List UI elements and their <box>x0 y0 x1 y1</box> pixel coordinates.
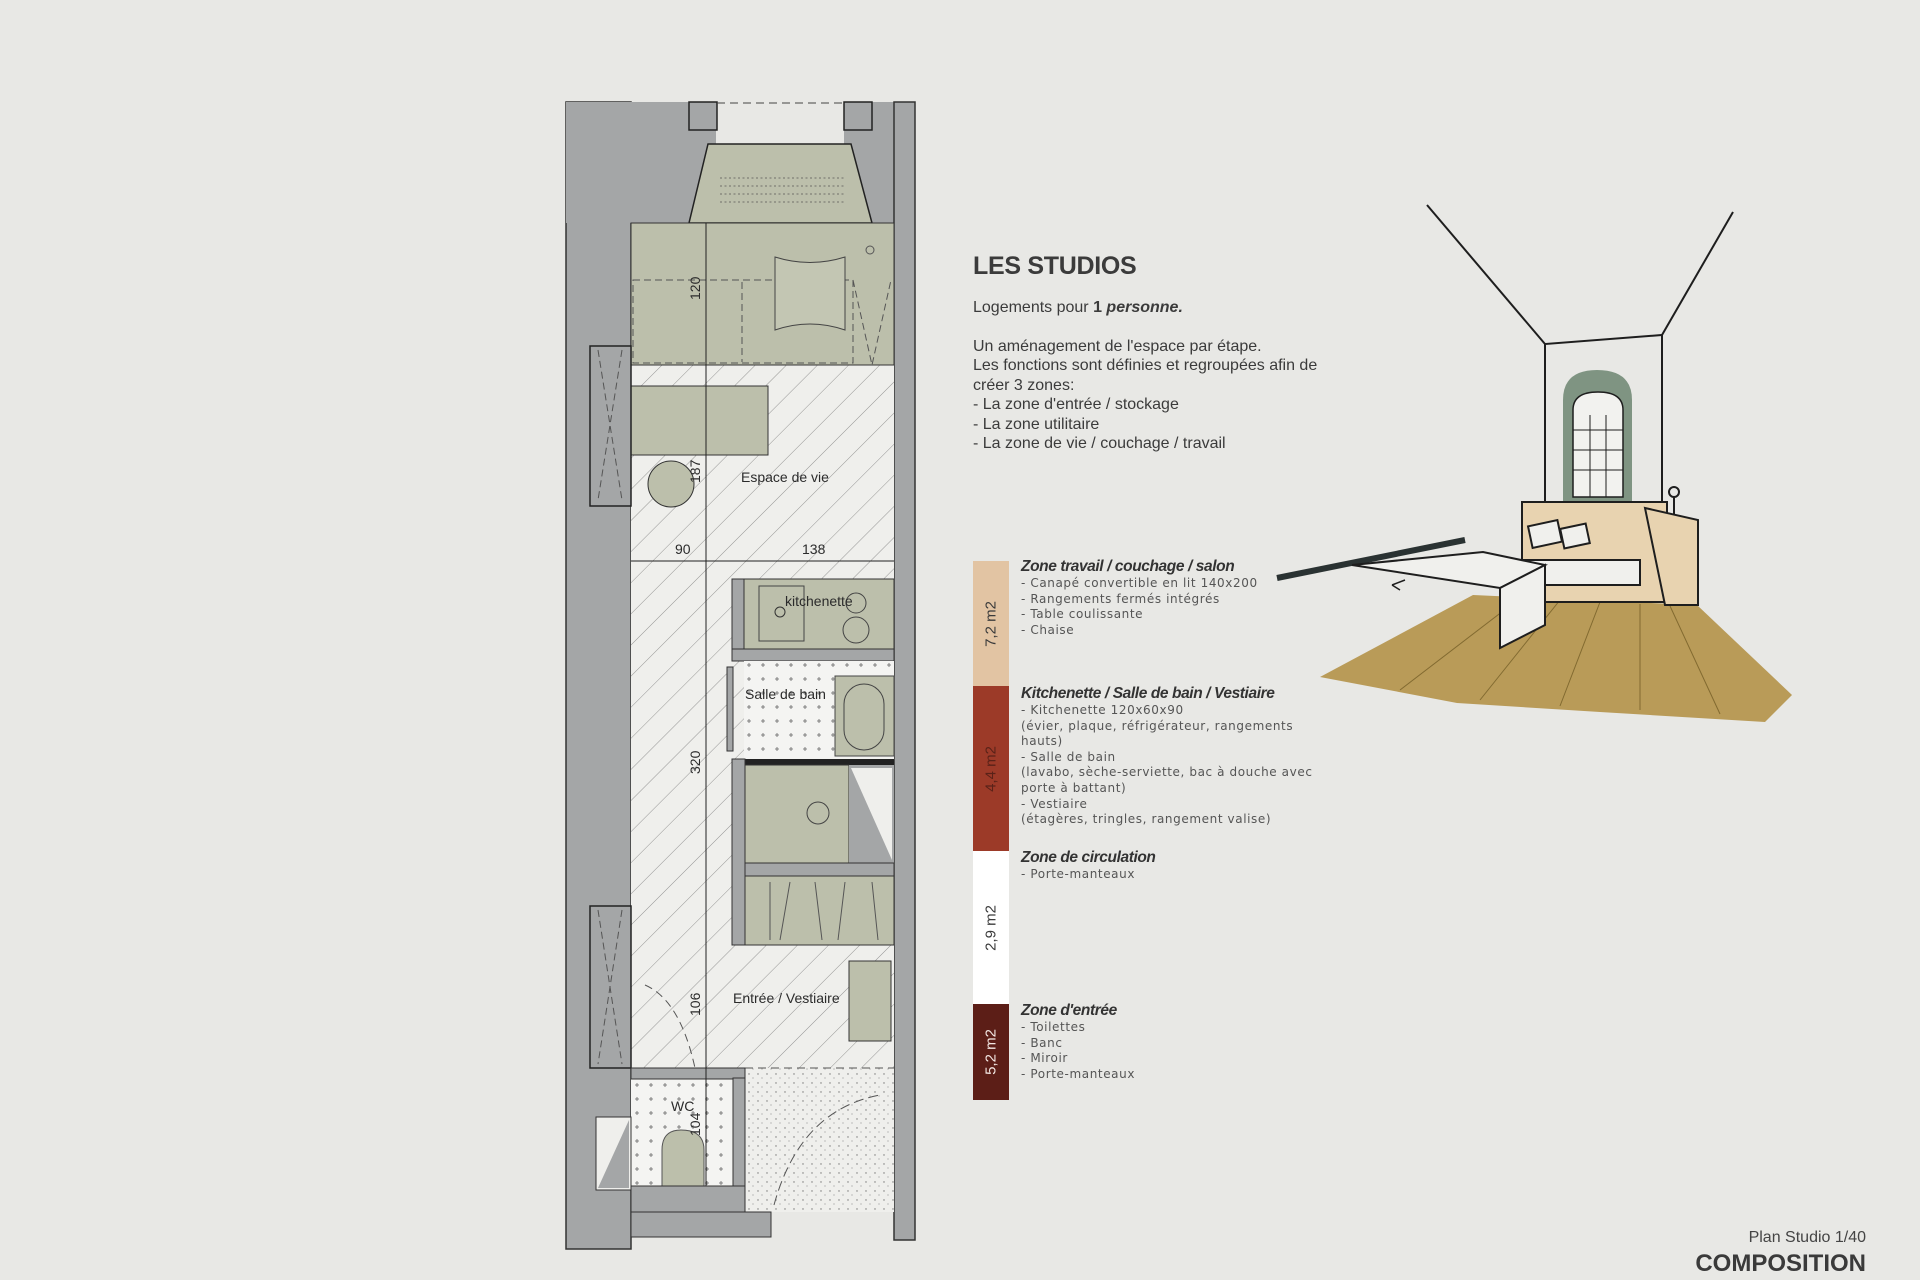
intro-line: - La zone de vie / couchage / travail <box>973 435 1226 452</box>
zone-area: 7,2 m2 <box>982 600 1000 647</box>
dim-90: 90 <box>675 541 691 557</box>
page-title: LES STUDIOS <box>973 252 1137 280</box>
dim-320: 320 <box>687 750 703 774</box>
window-left-1 <box>589 345 632 507</box>
zone-item: - Miroir <box>1021 1051 1068 1066</box>
toilet <box>661 1129 705 1187</box>
dim-120: 120 <box>687 276 703 300</box>
label-living: Espace de vie <box>741 469 829 485</box>
zone-title: Kitchenette / Salle de bain / Vestiaire <box>1021 685 1275 702</box>
window-opening <box>716 102 844 146</box>
zone-description-entry: Zone d'entrée - Toilettes - Banc - Miroi… <box>1021 1002 1321 1082</box>
zone-area: 4,4 m2 <box>982 745 1000 792</box>
zone-item: (évier, plaque, réfrigérateur, rangement… <box>1021 718 1294 749</box>
zone-item: - Vestiaire <box>1021 796 1088 811</box>
dim-138: 138 <box>802 541 826 557</box>
zone-description-circulation: Zone de circulation - Porte-manteaux <box>1021 849 1321 883</box>
plan-scale-label: Plan Studio 1/40 <box>1748 1229 1866 1246</box>
occupancy-count: 1 <box>1093 299 1102 316</box>
zone-item: (étagères, tringles, rangement valise) <box>1021 812 1272 827</box>
bed <box>630 222 895 366</box>
intro-line: Les fonctions sont définies et regroupée… <box>973 357 1318 394</box>
label-kitchenette: kitchenette <box>785 593 853 609</box>
zone-area: 5,2 m2 <box>982 1029 1000 1075</box>
desk <box>630 385 769 456</box>
intro-text: Logements pour 1 personne. Un aménagemen… <box>973 298 1333 454</box>
entrance-floor <box>745 1068 894 1212</box>
zone-bar-entry: 5,2 m2 <box>973 1004 1009 1100</box>
intro-line: - La zone d'entrée / stockage <box>973 396 1179 413</box>
zone-description-utility: Kitchenette / Salle de bain / Vestiaire … <box>1021 685 1321 828</box>
zone-title: Zone d'entrée <box>1021 1002 1117 1019</box>
zone-item: - Toilettes <box>1021 1020 1086 1034</box>
zone-description-living: Zone travail / couchage / salon - Canapé… <box>1021 558 1321 638</box>
shower <box>744 764 850 864</box>
round-table <box>647 460 695 508</box>
intro-line: Un aménagement de l'espace par étape. <box>973 337 1262 355</box>
zone-item: - Canapé convertible en lit 140x200 <box>1021 576 1258 590</box>
dim-106: 106 <box>687 992 703 1016</box>
section-title: COMPOSITION <box>1695 1250 1866 1277</box>
sketch-rail <box>1276 537 1466 581</box>
zone-bar-living: 7,2 m2 <box>973 561 1009 686</box>
label-entry: Entrée / Vestiaire <box>733 990 840 1006</box>
occupancy-unit: personne. <box>1101 299 1183 316</box>
zone-item: - Rangements fermés intégrés <box>1021 591 1220 606</box>
zone-item: - Kitchenette 120x60x90 <box>1021 703 1184 717</box>
zone-area: 2,9 m2 <box>982 904 1000 951</box>
dim-104: 104 <box>687 1112 703 1136</box>
zone-bar-utility: 4,4 m2 <box>973 686 1009 851</box>
occupancy-prefix: Logements pour <box>973 299 1094 316</box>
zone-title: Zone de circulation <box>1021 849 1156 866</box>
zone-item: - Salle de bain <box>1021 749 1116 764</box>
zone-item: - Table coulissante <box>1021 607 1144 622</box>
dim-187: 187 <box>687 459 703 483</box>
label-wc: WC <box>671 1098 694 1114</box>
entry-bench <box>848 960 892 1042</box>
occupancy-line: Logements pour 1 personne. <box>973 298 1333 318</box>
zone-title: Zone travail / couchage / salon <box>1021 558 1235 575</box>
label-bathroom: Salle de bain <box>745 686 826 702</box>
zone-item: - Porte-manteaux <box>1021 1066 1136 1081</box>
zone-item: - Banc <box>1021 1035 1063 1050</box>
zone-item: - Chaise <box>1021 622 1075 637</box>
zone-bar-circulation: 2,9 m2 <box>973 851 1009 1004</box>
intro-line: - La zone utilitaire <box>973 415 1100 433</box>
zone-item: (lavabo, sèche-serviette, bac à douche a… <box>1021 765 1313 795</box>
sketch-floor <box>1320 595 1792 722</box>
zone-item: - Porte-manteaux <box>1021 867 1136 881</box>
